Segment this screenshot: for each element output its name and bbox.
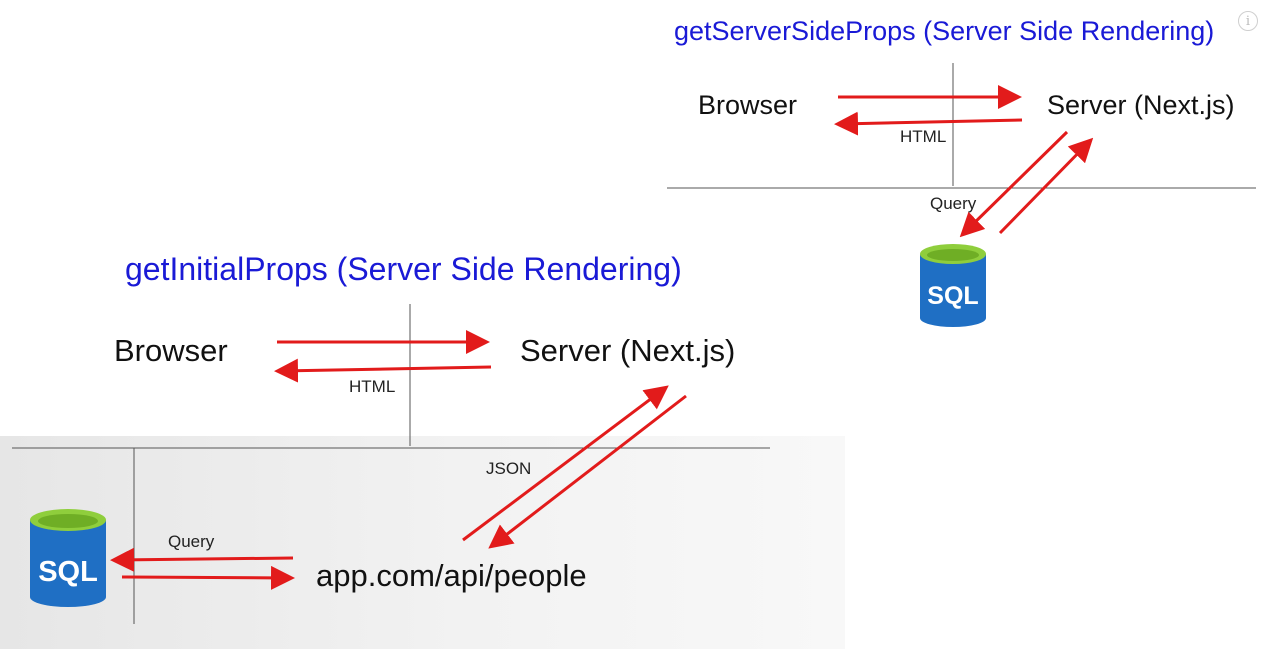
- top-server-label: Server (Next.js): [1047, 90, 1235, 120]
- server-to-api-arrow: [488, 394, 687, 549]
- top-diagram-title: getServerSideProps (Server Side Renderin…: [674, 16, 1215, 46]
- top-db-text: SQL: [927, 282, 978, 310]
- api-endpoint-label: app.com/api/people: [316, 558, 587, 593]
- db-to-api-arrow: [121, 565, 295, 590]
- bottom-query-label: Query: [168, 532, 215, 551]
- api-to-db-query-arrow: [110, 547, 294, 572]
- bottom-server-to-browser-arrow: [274, 358, 492, 383]
- top-browser-label: Browser: [698, 90, 798, 120]
- bottom-diagram-title: getInitialProps (Server Side Rendering): [125, 251, 682, 287]
- top-query-label: Query: [930, 194, 977, 213]
- api-to-server-json-arrow: [462, 385, 669, 542]
- top-db-to-server-arrow: [998, 137, 1094, 235]
- bottom-html-label: HTML: [349, 377, 396, 396]
- info-icon[interactable]: i: [1238, 11, 1258, 31]
- shaded-panel: [0, 436, 845, 649]
- top-server-to-browser-arrow: [834, 111, 1023, 136]
- top-sql-database-icon: SQL: [920, 244, 986, 327]
- top-html-label: HTML: [900, 127, 947, 146]
- bottom-json-label: JSON: [486, 459, 532, 478]
- bottom-sql-database-icon: SQL: [30, 509, 106, 607]
- bottom-db-text: SQL: [38, 556, 98, 588]
- top-server-to-db-arrow: [959, 130, 1069, 238]
- bottom-server-label: Server (Next.js): [520, 333, 736, 368]
- bottom-browser-label: Browser: [114, 333, 228, 368]
